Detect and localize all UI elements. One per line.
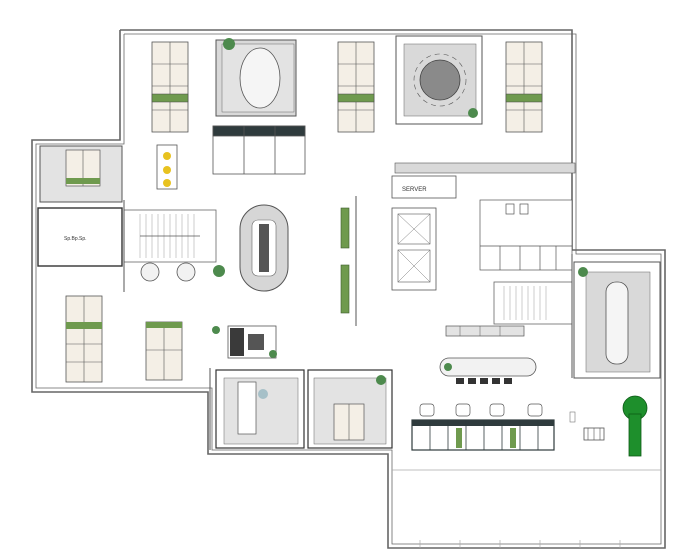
private-office-left — [215, 369, 305, 449]
focus-booths-row — [411, 403, 555, 451]
lounge-chairs-yellow — [156, 144, 178, 190]
planter-wall — [340, 207, 350, 314]
workstation-cluster-bottom-center — [145, 321, 183, 381]
plant-tree-icon — [376, 375, 386, 385]
private-office-right — [307, 369, 393, 449]
workstation-cluster-top-left — [151, 41, 189, 133]
plant-tree-icon — [578, 267, 588, 277]
small-office-left — [39, 145, 123, 203]
plant-tree-icon — [212, 326, 220, 334]
plant-tree-icon — [269, 350, 277, 358]
stair-note-label: Sp.Bp.Sp. — [64, 236, 87, 242]
curtain-wall-mullions — [392, 469, 661, 548]
workstation-cluster-bottom-left — [65, 295, 103, 383]
plant-tree-icon — [213, 265, 225, 277]
workstation-cluster-top-right — [505, 41, 543, 133]
central-island-table — [239, 204, 289, 292]
meeting-room-oval-table — [215, 38, 297, 117]
meeting-room-round-table — [395, 35, 483, 125]
stairwell-left — [123, 209, 217, 263]
stairwell-right — [493, 281, 573, 325]
building-core: SERVER — [391, 162, 576, 291]
terrace-furniture — [569, 395, 648, 457]
storage-room-left: Sp.Bp.Sp. — [37, 207, 123, 267]
server-room-label: SERVER — [402, 187, 427, 193]
plant-tree-icon — [468, 108, 478, 118]
plant-tree-icon — [223, 38, 235, 50]
washrooms — [479, 199, 573, 271]
interior-partitions — [123, 196, 660, 450]
kitchen-counter — [439, 325, 537, 384]
board-room — [573, 261, 661, 379]
phone-booths-row — [212, 125, 306, 175]
lounge-round-tables — [140, 262, 225, 282]
workstation-cluster-top-center — [337, 41, 375, 133]
sofa-lounge — [212, 325, 277, 359]
building-outline — [31, 29, 666, 549]
